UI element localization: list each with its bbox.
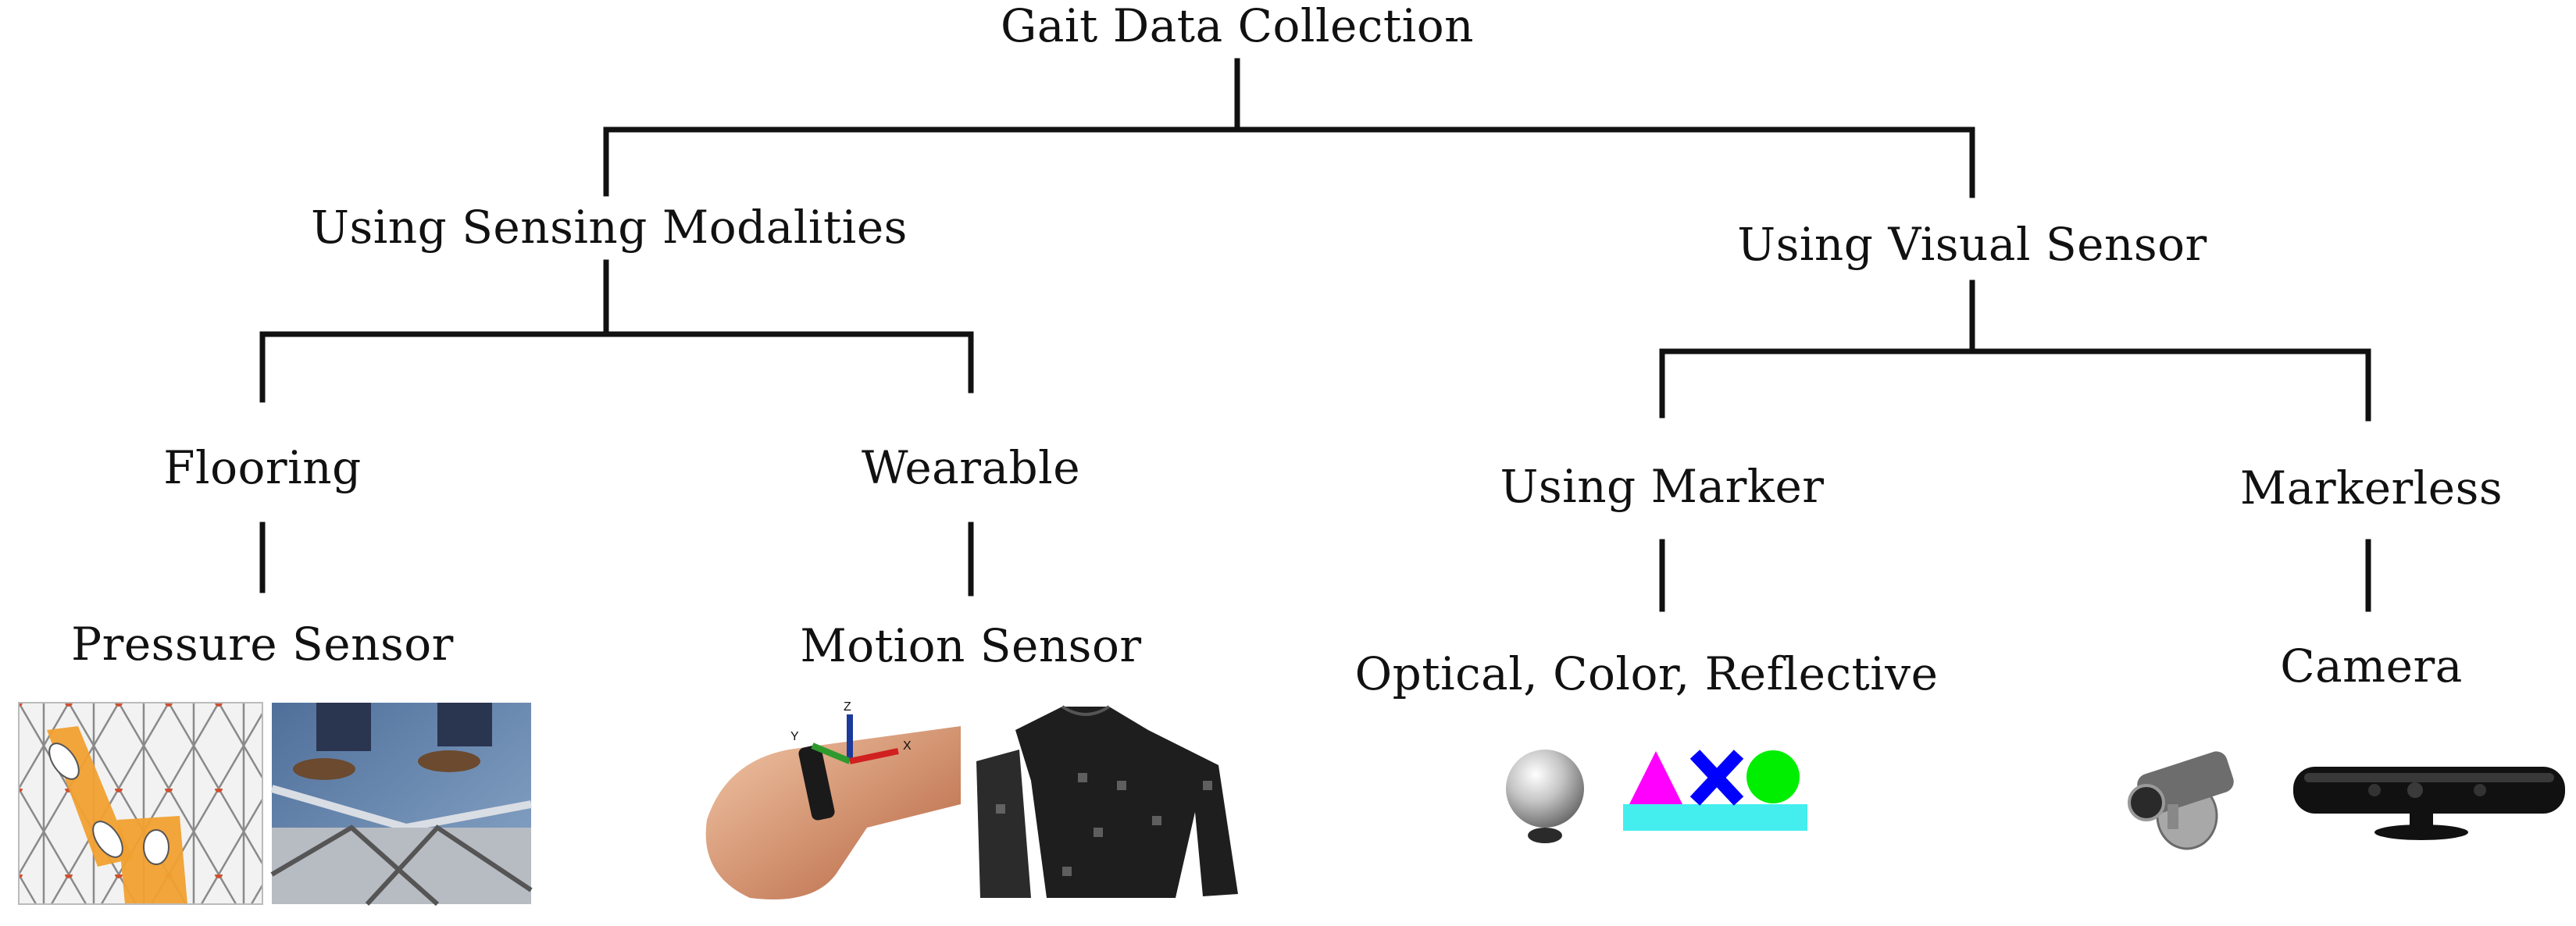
- flooring-label: Flooring: [163, 441, 362, 494]
- color-shape-markers-icon: [1623, 750, 1807, 831]
- connector-lines: [259, 58, 2371, 612]
- axis-label-z: Z: [844, 700, 851, 714]
- optical-color-reflective-label: Optical, Color, Reflective: [1354, 647, 1939, 700]
- wearable-label: Wearable: [861, 441, 1081, 494]
- visual-sensor-label: Using Visual Sensor: [1737, 218, 2207, 271]
- axis-label-x: X: [903, 739, 912, 753]
- using-marker-label: Using Marker: [1500, 460, 1825, 513]
- feet-on-floor-tiles-photo: [270, 703, 533, 906]
- sensor-suit-photo: [976, 705, 1238, 898]
- root-label: Gait Data Collection: [1001, 0, 1474, 52]
- axis-label-y: Y: [790, 730, 799, 743]
- wrist-imu-axes-photo: Z Y X: [700, 700, 961, 906]
- sensing-modalities-label: Using Sensing Modalities: [311, 201, 908, 254]
- pressure-sensor-grid-icon: [18, 702, 263, 905]
- depth-camera-sensor-icon: [2293, 767, 2565, 840]
- cctv-camera-icon: [2128, 751, 2234, 850]
- camera-label: Camera: [2280, 639, 2463, 693]
- motion-sensor-label: Motion Sensor: [800, 619, 1142, 672]
- reflective-marker-ball-icon: [1506, 750, 1584, 843]
- pressure-sensor-label: Pressure Sensor: [71, 618, 454, 671]
- markerless-label: Markerless: [2239, 461, 2503, 515]
